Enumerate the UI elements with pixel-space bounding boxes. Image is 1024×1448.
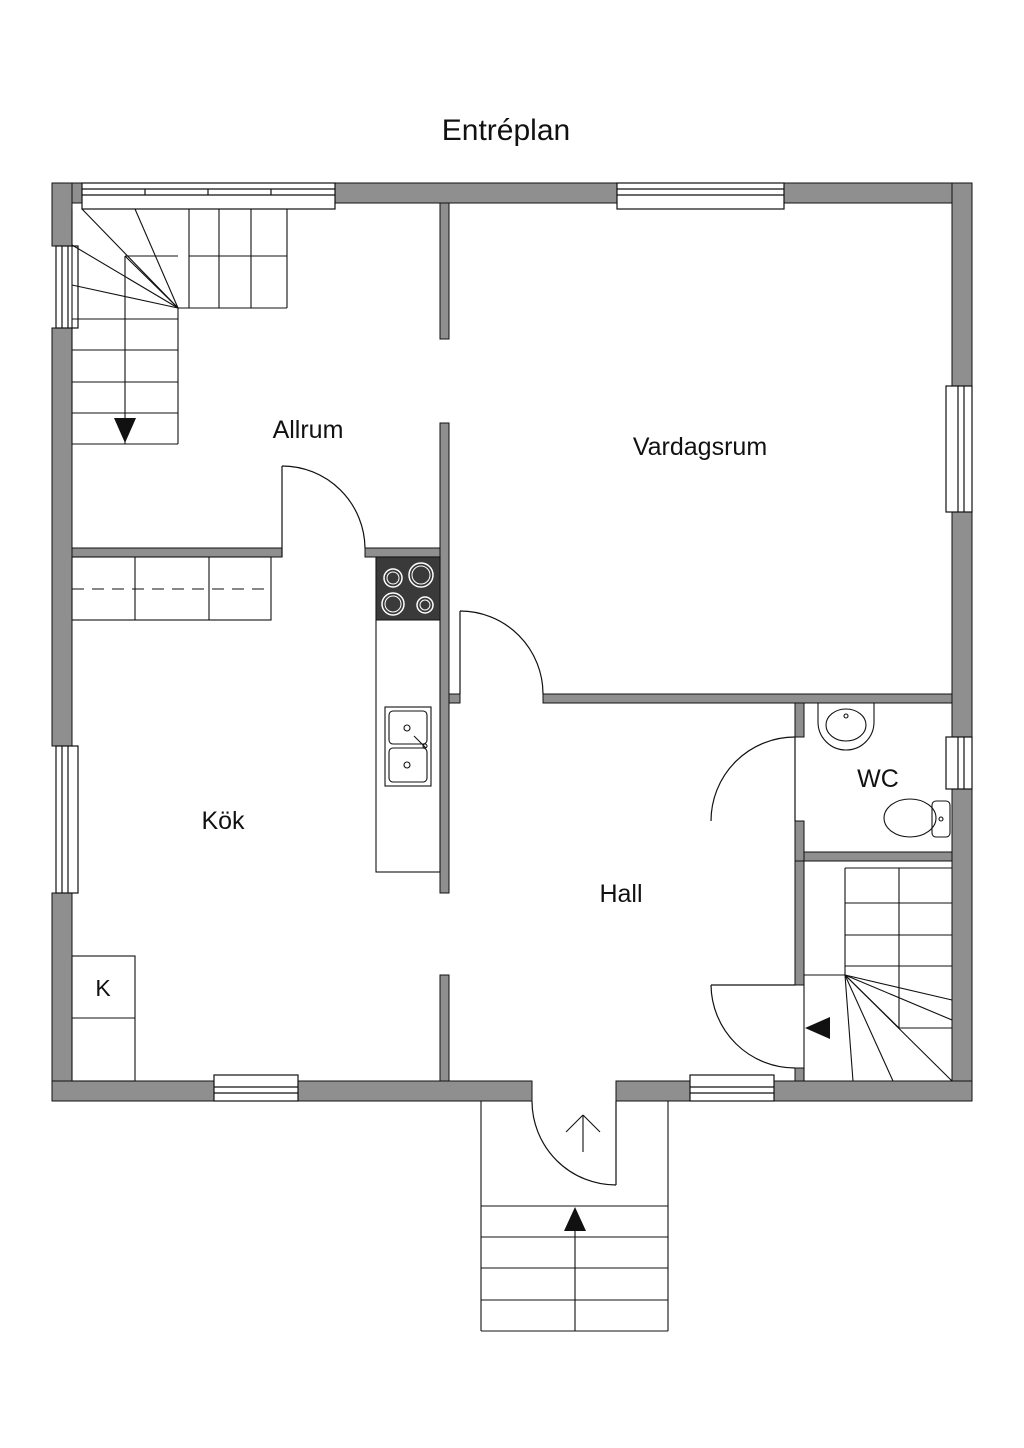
room-label-vardagsrum: Vardagsrum bbox=[633, 433, 767, 461]
wc-toilet-icon bbox=[883, 798, 951, 838]
room-label-allrum: Allrum bbox=[273, 416, 344, 444]
plan-title: Entréplan bbox=[442, 114, 570, 147]
fridge-unit bbox=[71, 955, 136, 1082]
wc-washbasin-icon bbox=[817, 703, 875, 751]
window-right-upper bbox=[945, 385, 973, 513]
entrance-arrow bbox=[564, 1207, 586, 1231]
entry-direction-icon bbox=[565, 1114, 601, 1152]
window-right-wc bbox=[945, 736, 973, 790]
room-label-wc: WC bbox=[857, 765, 899, 793]
window-top-right bbox=[616, 182, 785, 210]
staircase-lower bbox=[803, 867, 953, 1082]
door-wc bbox=[710, 736, 796, 822]
exterior-walls bbox=[51, 182, 973, 1102]
window-left-upper bbox=[55, 245, 79, 329]
sink-icon bbox=[384, 706, 432, 787]
window-left-lower bbox=[55, 745, 79, 894]
staircase-upper bbox=[71, 208, 288, 445]
stove-icon bbox=[375, 556, 441, 621]
windows bbox=[55, 182, 973, 1102]
window-bottom-right bbox=[689, 1074, 775, 1102]
door-hall-vardagsrum bbox=[459, 610, 544, 695]
door-allrum-kok bbox=[281, 465, 366, 557]
entrance-steps bbox=[480, 1100, 669, 1332]
door-front bbox=[531, 1100, 617, 1186]
interior-walls bbox=[71, 202, 953, 1082]
fridge-label: K bbox=[95, 975, 111, 1001]
room-label-hall: Hall bbox=[599, 880, 642, 908]
window-bottom-left bbox=[213, 1074, 299, 1102]
kitchen-wall-cabinets bbox=[71, 556, 272, 621]
door-stair-closet bbox=[710, 984, 796, 1069]
doors bbox=[281, 465, 796, 1186]
stair-down-arrow bbox=[114, 418, 136, 443]
window-top-left bbox=[81, 182, 336, 210]
room-label-kok: Kök bbox=[201, 807, 245, 835]
stair-lower-arrow bbox=[805, 1017, 830, 1039]
